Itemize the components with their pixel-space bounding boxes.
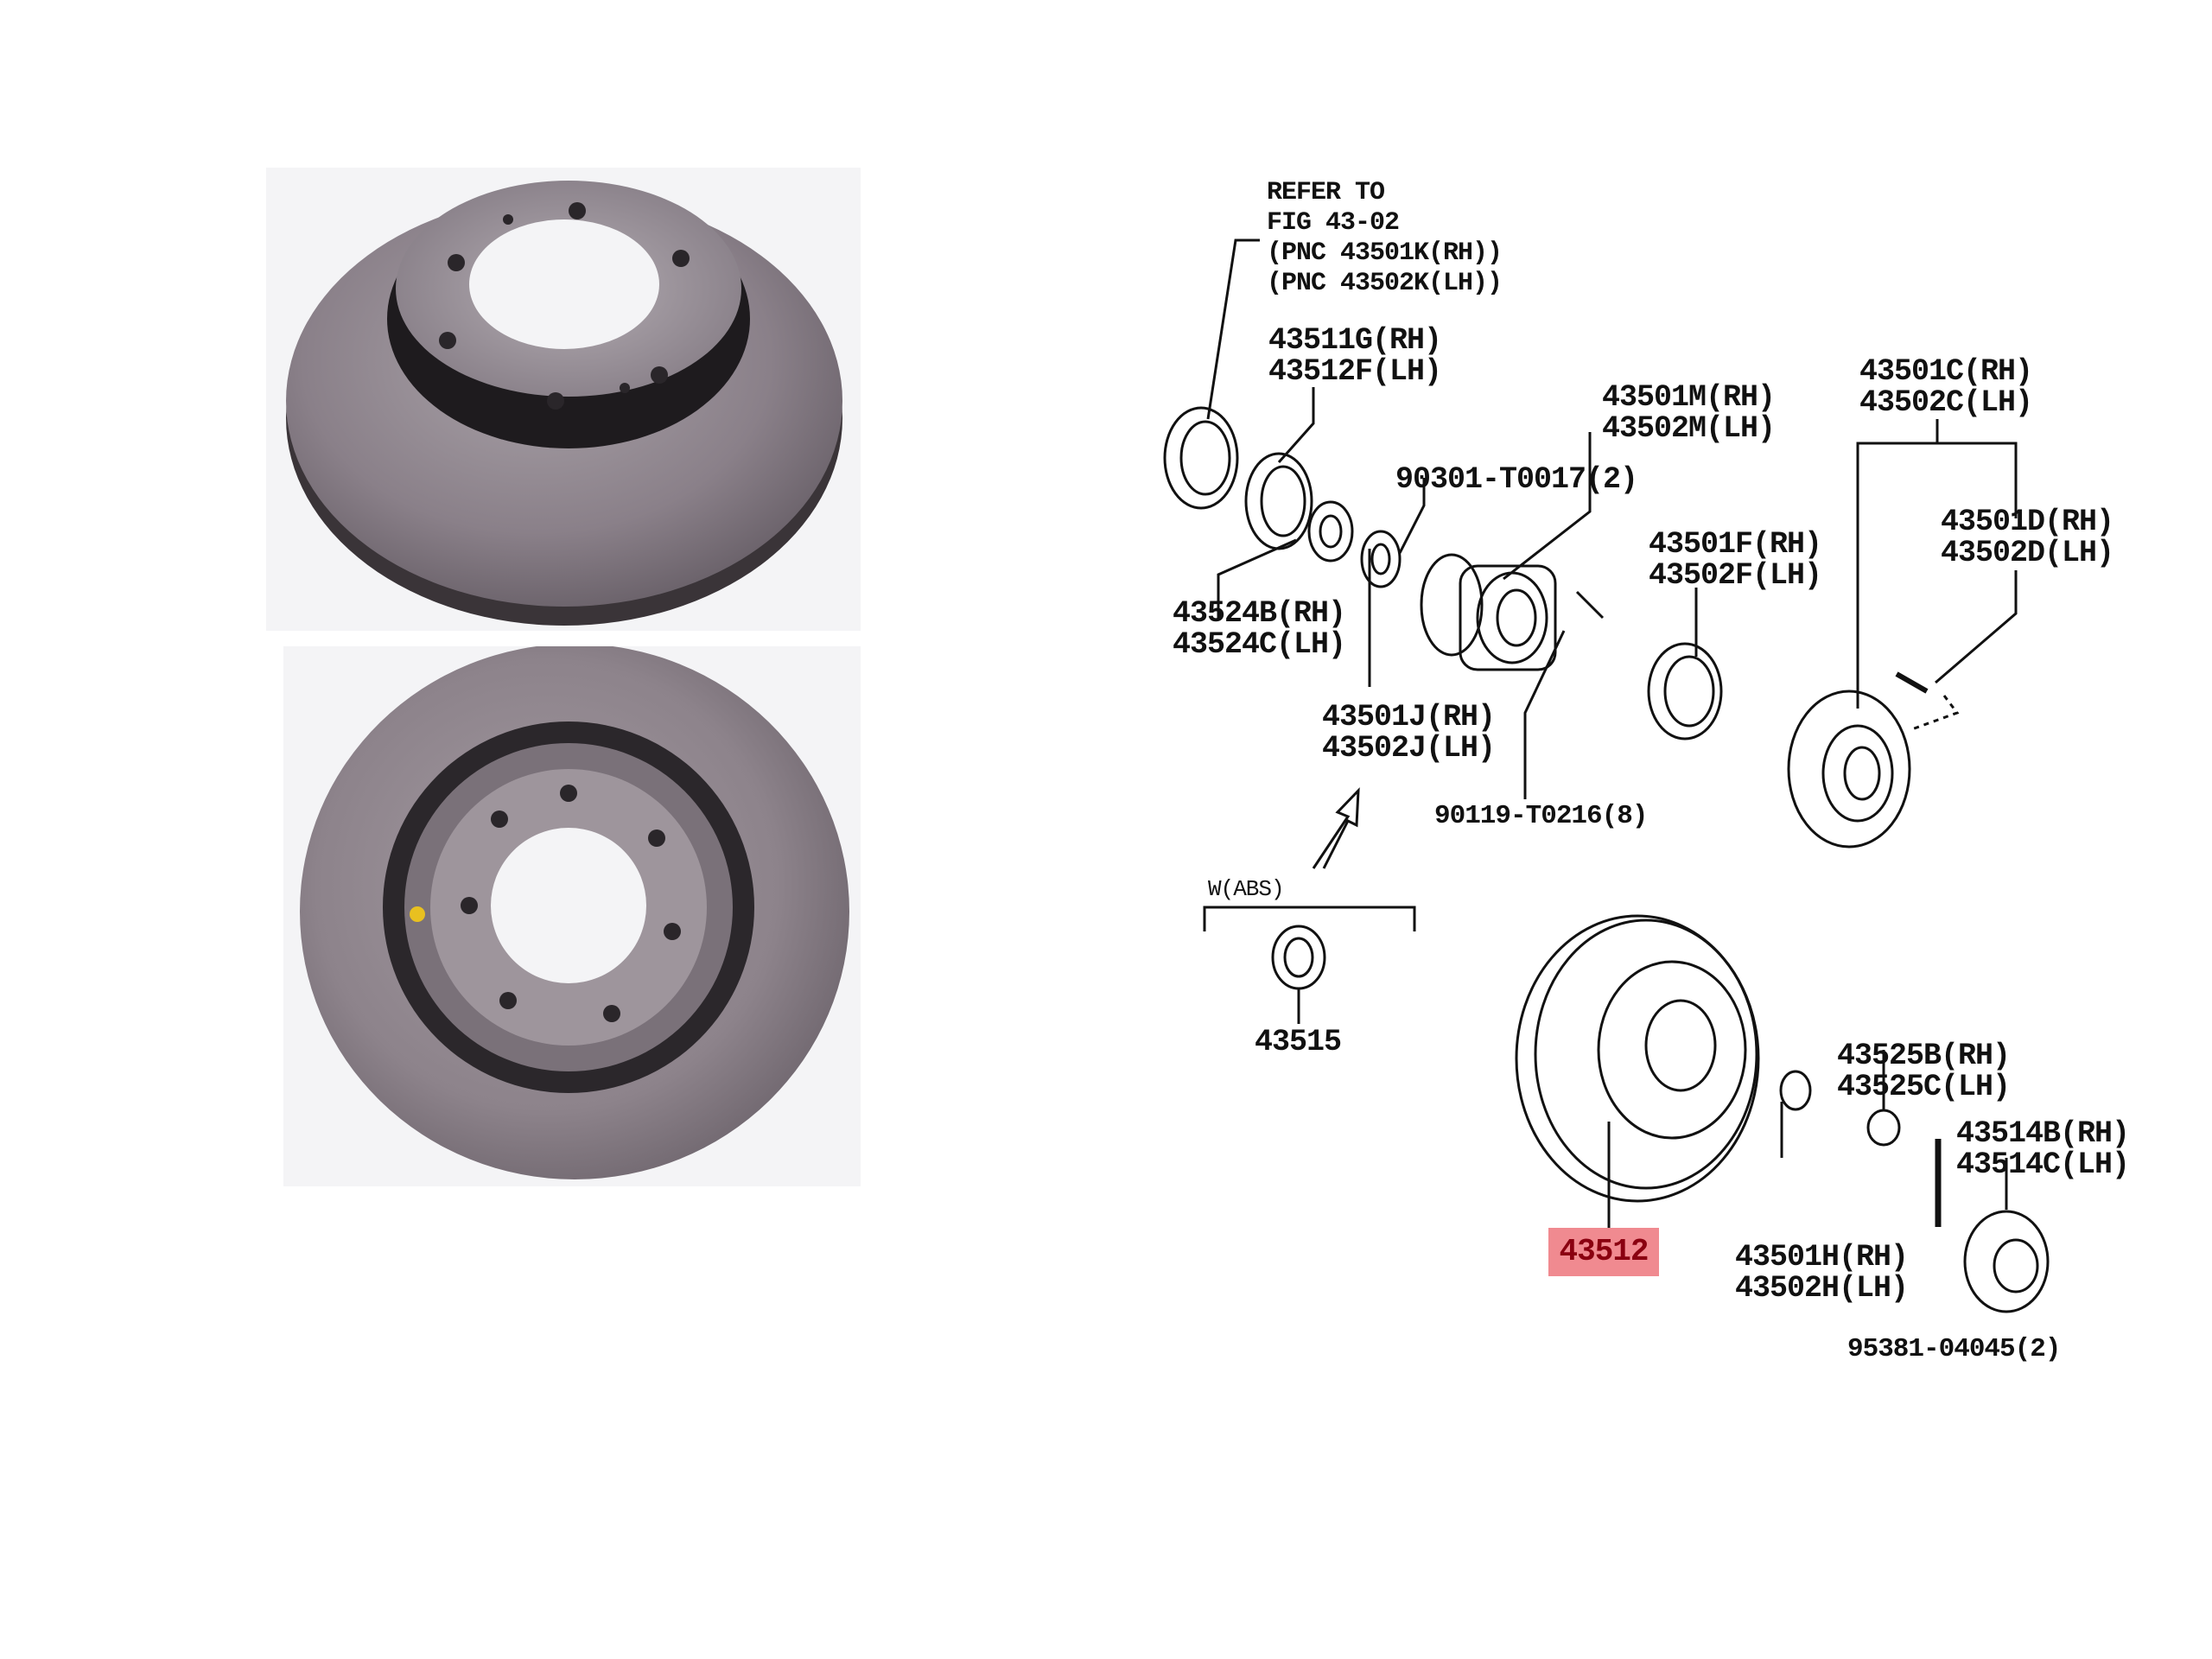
part-label-43511g: 43511G(RH)43512F(LH): [1268, 323, 1442, 389]
part-label-95381: 95381-04045(2): [1847, 1334, 2061, 1364]
part-label-43501d: 43501D(RH)43502D(LH): [1941, 505, 2114, 570]
refer-line: (PNC 43502K(LH)): [1267, 269, 1503, 298]
part-label-43501h: 43501H(RH)43502H(LH): [1735, 1240, 1909, 1306]
refer-line: REFER TO: [1267, 178, 1385, 207]
abs-label: W(ABS): [1208, 876, 1285, 902]
part-label-43501f: 43501F(RH)43502F(LH): [1649, 527, 1822, 593]
part-label-43524b: 43524B(RH)43524C(LH): [1173, 596, 1346, 662]
part-label-43525b: 43525B(RH)43525C(LH): [1837, 1039, 2011, 1104]
part-label-43514b: 43514B(RH)43514C(LH): [1956, 1116, 2130, 1182]
part-label-90301: 90301-T0017(2): [1395, 462, 1638, 497]
part-label-43501m: 43501M(RH)43502M(LH): [1602, 380, 1776, 446]
rotor-photo-top: [266, 168, 861, 631]
refer-line: FIG 43-02: [1267, 208, 1400, 238]
highlighted-part-label: 43512: [1559, 1234, 1649, 1269]
part-label-90119: 90119-T0216(8): [1434, 801, 1648, 831]
refer-line: (PNC 43501K(RH)): [1267, 238, 1503, 268]
part-label-43501j: 43501J(RH)43502J(LH): [1322, 700, 1496, 766]
rotor-photo-bottom: [283, 646, 861, 1186]
part-label-43515: 43515: [1255, 1025, 1342, 1059]
part-label-43501c: 43501C(RH)43502C(LH): [1859, 354, 2033, 420]
highlighted-part-43512: 43512: [1548, 1228, 1659, 1276]
